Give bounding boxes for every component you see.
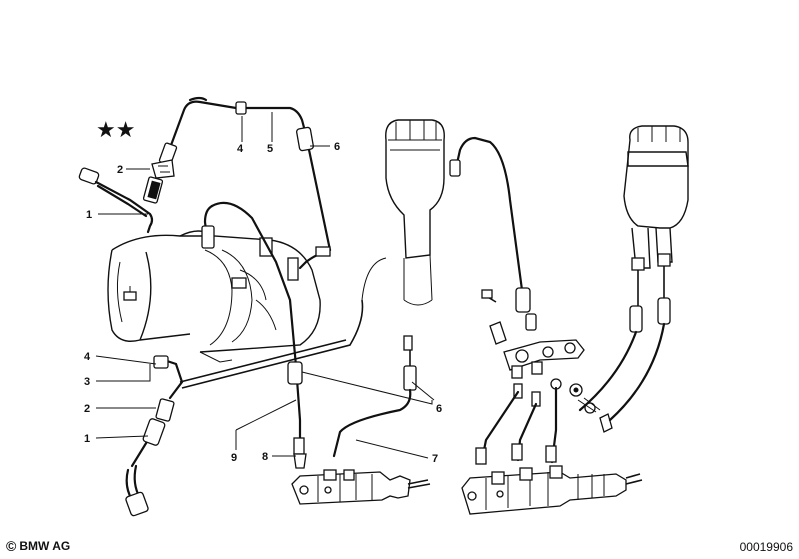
diagram-reference-number: 00019906 (739, 540, 793, 554)
brand-name: BMW AG (19, 539, 71, 553)
upper-pipe-assembly (151, 96, 332, 270)
callout-1-lower: 1 (84, 433, 90, 445)
callout-7: 7 (432, 453, 438, 465)
callout-9: 9 (231, 452, 237, 464)
leader-lines (95, 112, 435, 459)
callout-5: 5 (267, 143, 273, 155)
brake-hose-lower (125, 355, 184, 517)
callout-4-upper: 4 (237, 143, 244, 155)
right-pipe-assembly (449, 136, 613, 465)
double-star-marker: ★★ (96, 118, 135, 143)
callout-8: 8 (262, 451, 268, 463)
right-reservoir (578, 125, 689, 422)
transmission-housing (107, 230, 387, 389)
master-cylinder-right (461, 465, 643, 515)
callout-3: 3 (84, 376, 90, 388)
copyright-brand: © BMW AG (6, 538, 70, 554)
callout-6-lower: 6 (436, 403, 442, 415)
master-cylinder-middle (291, 469, 431, 505)
copyright-symbol: © (6, 538, 17, 554)
brake-hose-upper (78, 167, 164, 234)
callout-4-lower: 4 (84, 351, 91, 363)
callout-6-upper: 6 (334, 141, 340, 153)
middle-reservoir (332, 119, 445, 458)
center-pipe (201, 201, 307, 469)
callout-1-upper: 1 (86, 209, 92, 221)
callout-2-lower: 2 (84, 403, 90, 415)
callout-2-upper: 2 (117, 164, 123, 176)
